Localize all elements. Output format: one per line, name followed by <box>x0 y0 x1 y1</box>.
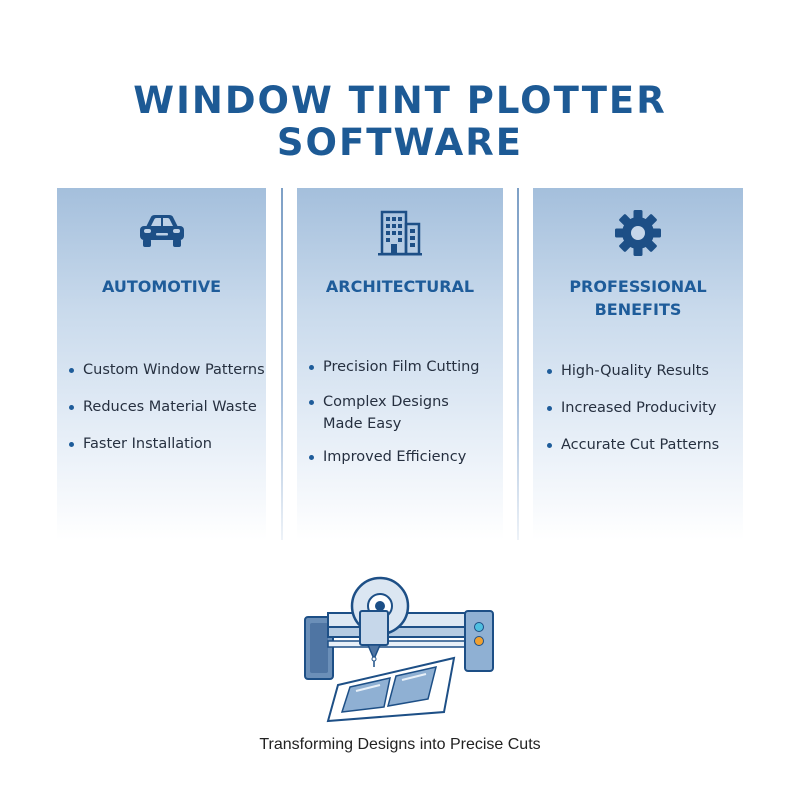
automotive-heading: AUTOMOTIVE <box>57 275 266 298</box>
automotive-bullet-list: Custom Window Patterns Reduces Material … <box>69 359 265 455</box>
automotive-heading-line: AUTOMOTIVE <box>101 277 222 296</box>
list-item: Complex Designs Made Easy <box>309 391 480 435</box>
professional-benefits-heading: PROFESSIONAL BENEFITS <box>533 275 743 321</box>
architectural-heading: ARCHITECTURAL <box>297 275 503 298</box>
page-title: WINDOW TINT PLOTTER SOFTWARE <box>0 80 800 164</box>
automotive-panel: AUTOMOTIVE Custom Window Patterns Reduce… <box>57 188 266 540</box>
panel-divider <box>517 188 519 540</box>
professional-benefits-heading-line-1: PROFESSIONAL <box>569 277 707 296</box>
architectural-panel: ARCHITECTURAL Precision Film Cutting Com… <box>297 188 503 540</box>
page-title-line-2: SOFTWARE <box>276 121 524 164</box>
illustration-caption: Transforming Designs into Precise Cuts <box>259 736 541 753</box>
gear-icon <box>533 208 743 258</box>
professional-benefits-panel: PROFESSIONAL BENEFITS High-Quality Resul… <box>533 188 743 540</box>
list-item: High-Quality Results <box>547 360 719 382</box>
list-item: Precision Film Cutting <box>309 356 480 378</box>
list-item: Custom Window Patterns <box>69 359 265 381</box>
professional-benefits-bullet-list: High-Quality Results Increased Producivi… <box>547 360 719 456</box>
building-icon <box>297 208 503 256</box>
list-item: Faster Installation <box>69 433 265 455</box>
professional-benefits-heading-line-2: BENEFITS <box>594 300 682 319</box>
list-item: Reduces Material Waste <box>69 396 265 418</box>
list-item: Accurate Cut Patterns <box>547 434 719 456</box>
page-title-line-1: WINDOW TINT PLOTTER <box>133 79 667 122</box>
car-icon <box>57 213 266 249</box>
list-item: Increased Producivity <box>547 397 719 419</box>
panel-divider <box>281 188 283 540</box>
architectural-bullet-list: Precision Film Cutting Complex Designs M… <box>309 356 480 468</box>
plotter-icon <box>300 575 500 730</box>
architectural-heading-line: ARCHITECTURAL <box>325 277 475 296</box>
list-item: Improved Efficiency <box>309 446 480 468</box>
